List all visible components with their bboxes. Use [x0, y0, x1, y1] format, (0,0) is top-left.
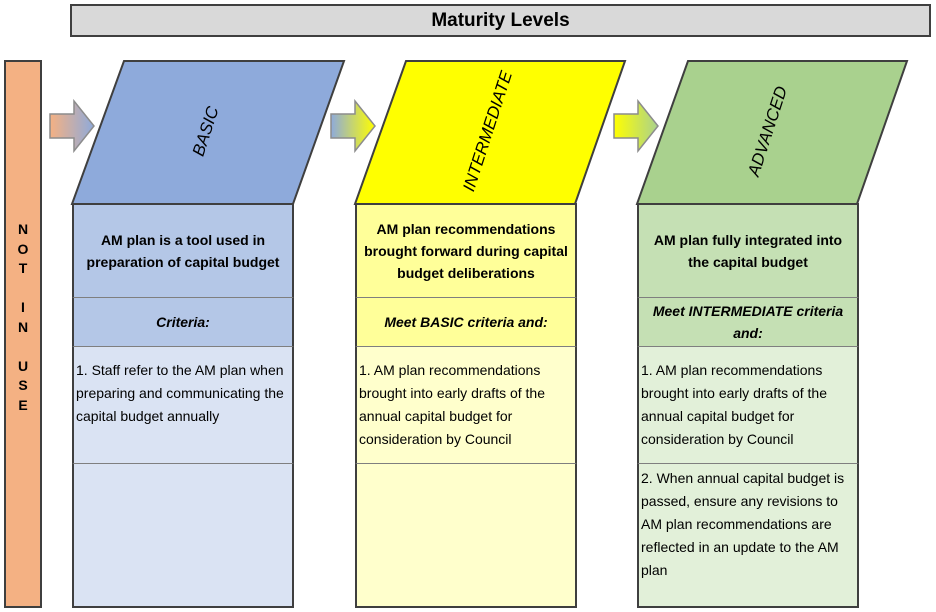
- intermediate-empty-cell: [355, 463, 577, 608]
- intermediate-criterion-item: 1. AM plan recommendations brought into …: [355, 346, 577, 463]
- not-in-use-letter: O: [17, 240, 29, 257]
- intermediate-criteria-label: Meet BASIC criteria and:: [355, 297, 577, 346]
- not-in-use-letter: N: [17, 221, 29, 237]
- arrow-to-advanced: [613, 98, 659, 154]
- basic-criterion-item: 1. Staff refer to the AM plan when prepa…: [72, 346, 294, 463]
- advanced-summary: AM plan fully integrated into the capita…: [637, 203, 859, 297]
- advanced-criteria-label: Meet INTERMEDIATE criteria and:: [637, 297, 859, 346]
- not-in-use-letter: U: [17, 357, 29, 374]
- not-in-use-letter: T: [18, 260, 28, 276]
- basic-summary: AM plan is a tool used in preparation of…: [72, 203, 294, 297]
- basic-empty-cell: [72, 463, 294, 608]
- not-in-use-bar: N O T I N U S E: [4, 60, 42, 608]
- advanced-criterion-item-2: 2. When annual capital budget is passed,…: [637, 463, 859, 608]
- maturity-levels-title: Maturity Levels: [70, 4, 931, 37]
- not-in-use-letter: I: [21, 299, 25, 315]
- not-in-use-letter: S: [18, 377, 28, 393]
- arrow-to-intermediate: [330, 98, 376, 154]
- arrow-to-basic: [49, 98, 95, 154]
- not-in-use-letter: E: [18, 396, 28, 413]
- basic-criteria-label: Criteria:: [72, 297, 294, 346]
- advanced-criterion-item-1: 1. AM plan recommendations brought into …: [637, 346, 859, 463]
- intermediate-summary: AM plan recommendations brought forward …: [355, 203, 577, 297]
- not-in-use-letter: N: [17, 318, 29, 335]
